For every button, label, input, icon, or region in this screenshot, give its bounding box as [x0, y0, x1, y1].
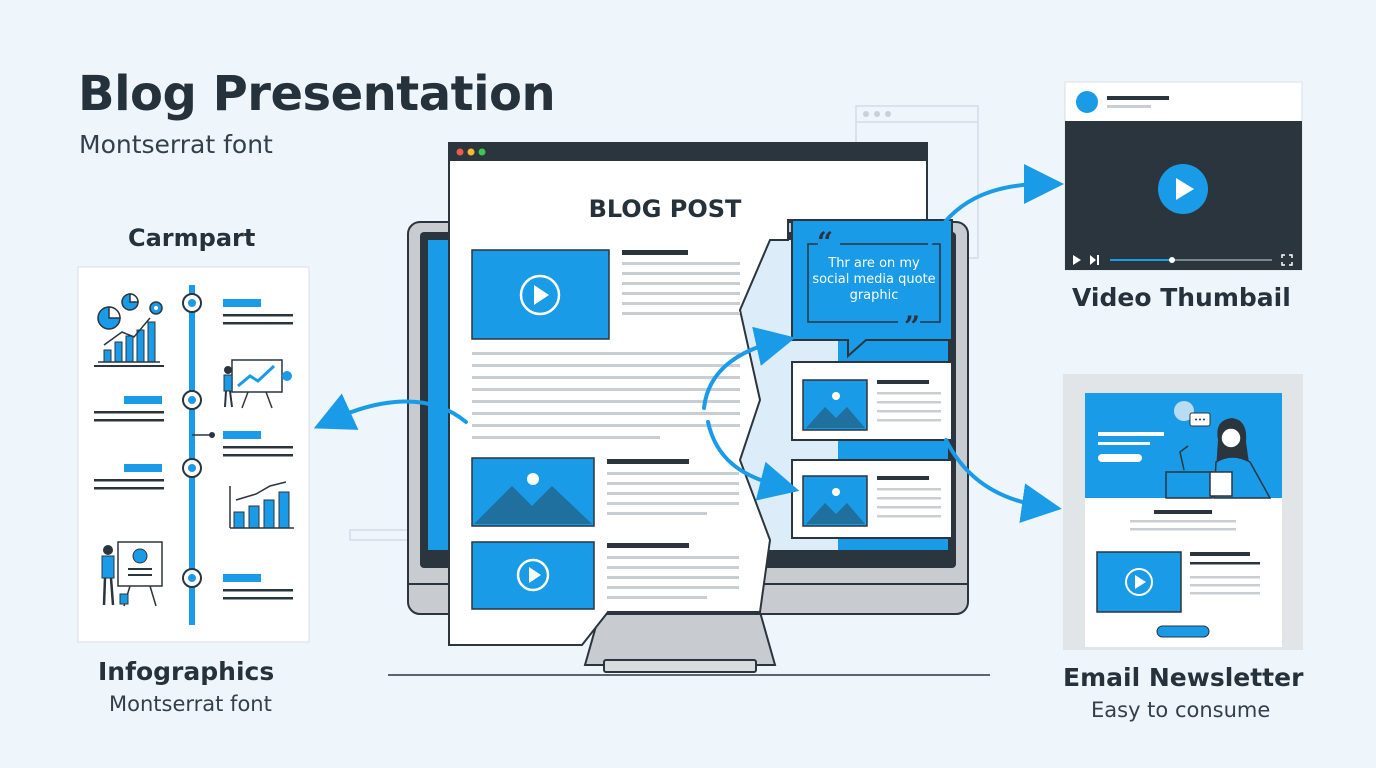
blog-image-block	[471, 457, 595, 527]
bar-chart-icon	[229, 481, 294, 529]
email-newsletter-card	[1063, 374, 1303, 650]
page-title: Blog Presentation	[78, 66, 556, 122]
blog-post-heading: BLOG POST	[588, 195, 742, 223]
image-icon	[806, 407, 865, 428]
gear-icon	[149, 301, 163, 315]
presenter-icon	[101, 541, 163, 607]
play-icon	[534, 285, 549, 305]
quote-icon: ”	[904, 310, 920, 343]
image-card-1	[791, 361, 953, 441]
video-thumbnail-card	[1064, 81, 1303, 271]
email-newsletter-sublabel: Easy to consume	[1091, 698, 1271, 722]
blog-post-window	[448, 142, 928, 646]
infographics-label: Infographics	[98, 657, 275, 686]
arrow-to-image-card	[706, 420, 800, 501]
page-subtitle: Montserrat font	[79, 130, 273, 159]
infographic-top-label: Carmpart	[128, 224, 256, 252]
fullscreen-icon	[1281, 254, 1293, 266]
play-icon	[1135, 575, 1146, 589]
blog-video-block-2	[471, 541, 595, 610]
infographics-sublabel: Montserrat font	[109, 692, 272, 716]
presenter-icon	[223, 359, 292, 409]
social-quote-card: “ ”	[791, 219, 953, 359]
arrow-to-video	[928, 164, 1064, 246]
chat-bubble-icon	[1189, 412, 1211, 427]
avatar-icon	[1076, 91, 1098, 113]
bar-chart-icon	[98, 317, 160, 363]
arrow-to-infographics	[313, 393, 468, 430]
arrow-to-email	[944, 438, 1062, 523]
play-icon	[529, 567, 541, 583]
arrow-to-quote	[702, 326, 796, 410]
quote-icon: “	[817, 226, 833, 259]
blog-video-block	[471, 249, 610, 340]
infographic-panel	[77, 266, 310, 643]
pie-chart-icon	[97, 293, 139, 330]
image-icon	[474, 486, 592, 524]
email-newsletter-label: Email Newsletter	[1063, 663, 1304, 692]
quote-card-text: Thr are on my social media quote graphic	[812, 256, 936, 303]
image-icon	[806, 503, 865, 524]
video-thumbnail-label: Video Thumbail	[1072, 283, 1291, 312]
image-card-2	[791, 459, 953, 539]
person-illustration	[1165, 418, 1272, 499]
flow-arrows	[313, 164, 1064, 523]
play-icon	[1176, 178, 1194, 200]
